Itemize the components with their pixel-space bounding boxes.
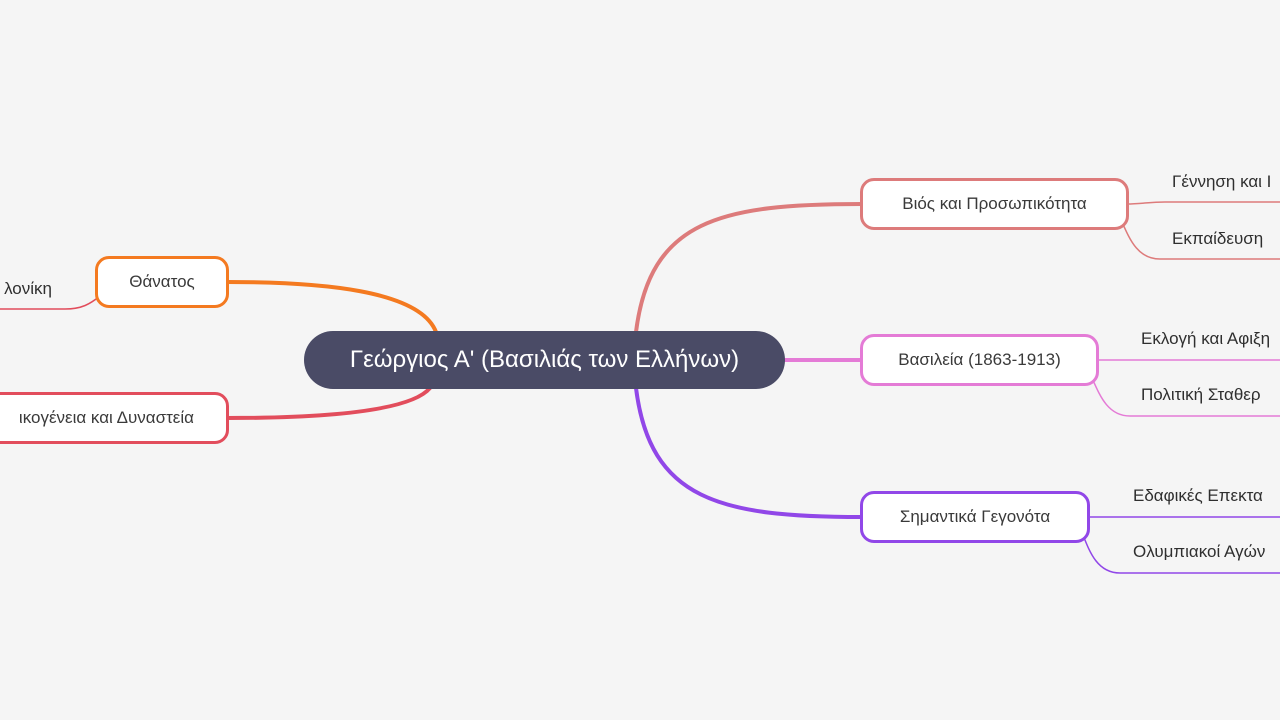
leaf-olympics[interactable]: Ολυμπιακοί Αγών bbox=[1133, 542, 1266, 561]
leaf-election[interactable]: Εκλογή και Αφιξη bbox=[1141, 329, 1271, 348]
leaf-education[interactable]: Εκπαίδευση bbox=[1172, 229, 1264, 248]
connector-events bbox=[634, 386, 864, 519]
leaf-territorial[interactable]: Εδαφικές Επεκτα bbox=[1133, 486, 1263, 505]
branch-family-label: ικογένεια και Δυναστεία bbox=[18, 408, 194, 427]
connector-family bbox=[225, 386, 432, 420]
leaf-connector-birth bbox=[1126, 201, 1280, 205]
leaf-connector-stability bbox=[1091, 377, 1280, 417]
branch-events-label: Σημαντικά Γεγονότα bbox=[899, 507, 1051, 526]
branch-death[interactable]: Θάνατος bbox=[95, 256, 229, 308]
branch-events[interactable]: Σημαντικά Γεγονότα bbox=[860, 491, 1090, 543]
branch-reign[interactable]: Βασιλεία (1863-1913) bbox=[860, 334, 1099, 386]
leaf-thessaloniki[interactable]: λονίκη bbox=[4, 279, 52, 298]
connector-death bbox=[225, 280, 438, 334]
central-topic-label: Γεώργιος Α' (Βασιλιάς των Ελλήνων) bbox=[349, 346, 740, 373]
leaf-birth[interactable]: Γέννηση και Ι bbox=[1172, 172, 1272, 191]
leaf-connector-education bbox=[1121, 221, 1280, 260]
branch-death-label: Θάνατος bbox=[129, 272, 195, 291]
branch-biography-label: Βιός και Προσωπικότητα bbox=[902, 194, 1087, 213]
central-topic[interactable]: Γεώργιος Α' (Βασιλιάς των Ελλήνων) bbox=[304, 331, 785, 389]
branch-biography[interactable]: Βιός και Προσωπικότητα bbox=[860, 178, 1129, 230]
branch-reign-label: Βασιλεία (1863-1913) bbox=[898, 350, 1061, 369]
leaf-stability[interactable]: Πολιτική Σταθερ bbox=[1141, 385, 1261, 404]
connector-biography bbox=[634, 202, 864, 334]
branch-family[interactable]: ικογένεια και Δυναστεία bbox=[0, 392, 229, 444]
leaf-connector-olympics bbox=[1082, 534, 1280, 574]
